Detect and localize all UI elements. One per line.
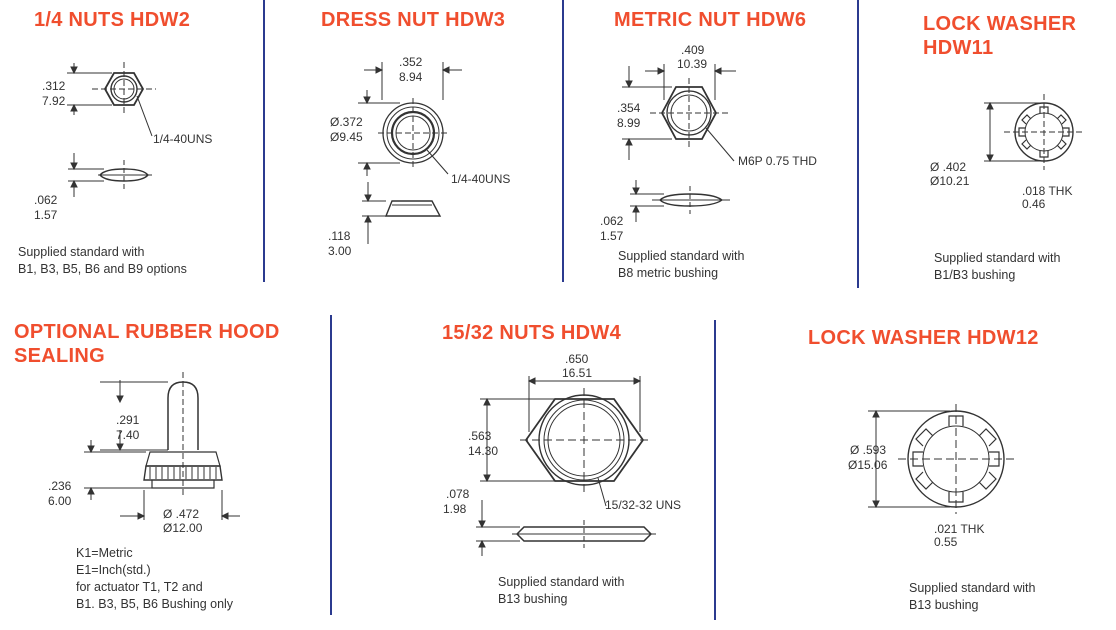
hdw2-title: 1/4 NUTS HDW2 [34,9,191,31]
divider-bottom-2 [714,320,716,620]
hdw4-thick-mm: 1.98 [443,502,467,516]
hdw6-width-inch: .409 [681,43,705,57]
hdw3-dia-inch: Ø.372 [330,115,363,129]
hdw12-note-line-2: B13 bushing [909,598,979,612]
hood-note-line-1: K1=Metric [76,546,133,560]
hdw4-thread: 15/32-32 UNS [605,498,682,512]
hdw12-thick-mm: 0.55 [934,535,958,549]
hood-note-line-4: B1. B3, B5, B6 Bushing only [76,597,234,611]
hdw6-thick-inch: .062 [600,214,624,228]
hdw4-nut-drawing [476,376,656,556]
hdw6-height-inch: .354 [617,101,641,115]
hood-top-inch: .291 [116,413,140,427]
divider-top-1 [263,0,265,282]
hood-title-line-1: OPTIONAL RUBBER HOOD [14,321,280,343]
hdw12-dia-inch: Ø .593 [850,443,887,457]
hdw12-title: LOCK WASHER HDW12 [808,327,1039,349]
hdw6-height-mm: 8.99 [617,116,641,130]
hdw11-lock-washer-drawing [984,94,1084,170]
hdw4-height-inch: .563 [468,429,492,443]
divider-bottom-1 [330,315,332,615]
hood-dia-inch: Ø .472 [163,507,200,521]
hood-base-mm: 6.00 [48,494,72,508]
hdw11-thick-mm: 0.46 [1022,197,1046,211]
hdw12-thick-inch: .021 THK [934,522,985,536]
hood-title-line-2: SEALING [14,345,105,367]
hdw6-note-line-2: B8 metric bushing [618,266,719,280]
hdw11-thick-inch: .018 THK [1022,184,1073,198]
hdw4-width-inch: .650 [565,352,589,366]
hdw6-title: METRIC NUT HDW6 [614,9,807,31]
hdw3-dia-mm: Ø9.45 [330,130,363,144]
hdw2-note-line-1: Supplied standard with [18,245,145,259]
hdw4-note-line-2: B13 bushing [498,592,568,606]
hdw11-note-line-2: B1/B3 bushing [934,268,1016,282]
hdw2-nut-drawing [67,62,156,197]
hood-dia-mm: Ø12.00 [163,521,203,535]
hood-base-inch: .236 [48,479,72,493]
hdw3-width-inch: .352 [399,55,423,69]
hdw4-thick-inch: .078 [446,487,470,501]
hdw6-thick-mm: 1.57 [600,229,624,243]
hdw2-note-line-2: B1, B3, B5, B6 and B9 options [18,262,187,276]
hdw2-thread: 1/4-40UNS [153,132,213,146]
divider-top-2 [562,0,564,282]
hood-note-line-3: for actuator T1, T2 and [76,580,203,594]
hdw12-note-line-1: Supplied standard with [909,581,1036,595]
hdw2-thick-mm: 1.57 [34,208,58,222]
hdw6-metric-nut-drawing [622,64,736,222]
divider-top-3 [857,0,859,288]
rubber-hood-drawing [84,372,240,520]
hdw11-note-line-1: Supplied standard with [934,251,1061,265]
hdw2-height-mm: 7.92 [42,94,66,108]
hdw11-dia-mm: Ø10.21 [930,174,970,188]
hdw3-thread: 1/4-40UNS [451,172,511,186]
hdw11-title-line-2: HDW11 [923,37,994,59]
hdw4-height-mm: 14.30 [468,444,499,458]
hdw4-title: 15/32 NUTS HDW4 [442,322,621,344]
hood-note-line-2: E1=Inch(std.) [76,563,151,577]
hdw12-dia-mm: Ø15.06 [848,458,888,472]
hdw3-thick-inch: .118 [328,229,351,243]
hdw4-note-line-1: Supplied standard with [498,575,625,589]
hood-top-mm: 7.40 [116,428,140,442]
hdw3-thick-mm: 3.00 [328,244,352,258]
hdw6-width-mm: 10.39 [677,57,708,71]
hdw11-dia-inch: Ø .402 [930,160,967,174]
hdw3-title: DRESS NUT HDW3 [321,9,506,31]
hdw3-width-mm: 8.94 [399,70,423,84]
hdw12-lock-washer-drawing [868,404,1014,514]
hdw6-note-line-1: Supplied standard with [618,249,745,263]
hdw2-height-inch: .312 [42,79,66,93]
hdw6-thread: M6P 0.75 THD [738,154,817,168]
hdw2-thick-inch: .062 [34,193,58,207]
hdw4-width-mm: 16.51 [562,366,593,380]
hdw11-title-line-1: LOCK WASHER [923,13,1077,35]
hdw3-dress-nut-drawing [358,62,462,244]
